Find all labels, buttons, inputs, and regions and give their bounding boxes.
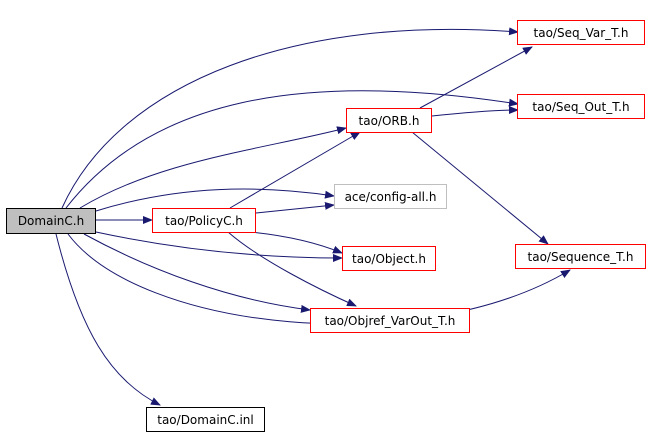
node-seq-out-t-h[interactable]: tao/Seq_Out_T.h [517,94,645,119]
edge-domainc-domainc-inl [55,233,161,406]
node-policyc-h[interactable]: tao/PolicyC.h [152,208,256,233]
node-objref-varout-t-h[interactable]: tao/Objref_VarOut_T.h [310,308,470,333]
edge-domainc-sequence-t [67,233,571,325]
edge-orb-seq-var-t [419,46,533,109]
edge-domainc-orb [79,126,347,209]
edge-policyc-config-all [255,201,335,214]
edge-domainc-seq-var-t [61,27,519,209]
node-object-h[interactable]: tao/Object.h [342,246,436,271]
edge-orb-seq-out-t [431,106,519,117]
edge-domainc-seq-out-t [65,90,519,209]
node-sequence-t-h[interactable]: tao/Sequence_T.h [515,244,646,269]
edge-orb-sequence-t [411,131,549,245]
edge-domainc-objref-varout [83,233,311,313]
edge-policyc-objref-varout [227,231,357,307]
edge-policyc-orb [229,131,361,209]
node-config-all-h: ace/config-all.h [334,184,447,209]
node-seq-var-t-h[interactable]: tao/Seq_Var_T.h [517,20,645,45]
node-orb-h[interactable]: tao/ORB.h [346,108,432,133]
edge-policyc-object [249,231,343,254]
edge-domainc-config-all [95,188,335,212]
node-domainc-h: DomainC.h [6,208,96,234]
node-domainc-inl[interactable]: tao/DomainC.inl [146,407,265,432]
edge-domainc-object [95,231,343,262]
